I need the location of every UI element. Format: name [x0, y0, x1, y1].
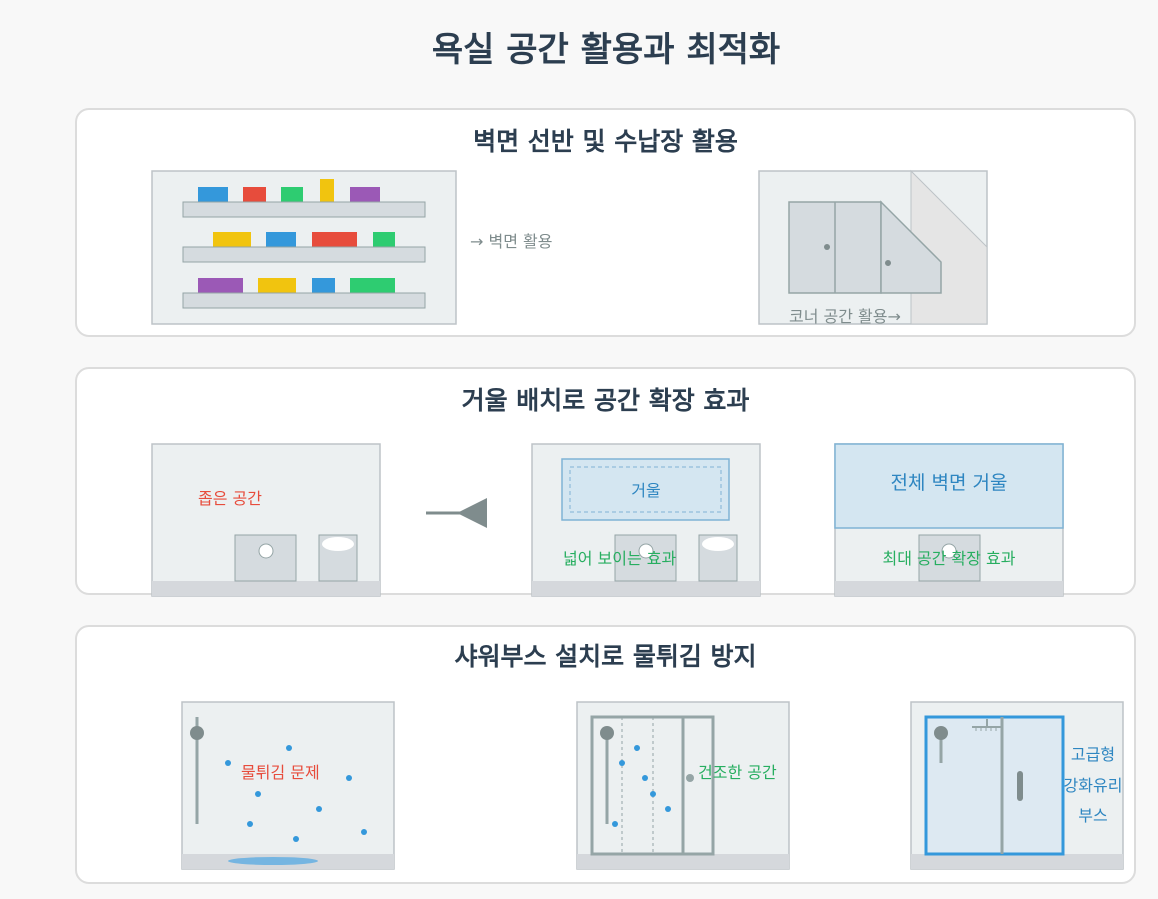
booth-scene	[576, 701, 790, 870]
wider-effect-label: 넓어 보이는 효과	[563, 549, 676, 568]
dry-space-label: 건조한 공간	[698, 763, 777, 782]
section-shower-booth: 샤워부스 설치로 물튀김 방지 물튀김 문제	[75, 625, 1136, 884]
mirror-scene	[531, 443, 761, 597]
wall-storage-illustration: → 벽면 활용 코너 공간 활용→	[151, 169, 988, 326]
shower-booth-illustration: 물튀김 문제 건조한 공간	[181, 701, 1124, 870]
arrow-left-icon	[426, 498, 487, 528]
page-title: 욕실 공간 활용과 최적화	[431, 30, 781, 70]
splash-scene	[181, 701, 395, 870]
premium-label-line-2: 강화유리	[1064, 776, 1123, 795]
water-drops-contained	[612, 745, 671, 827]
max-effect-label: 최대 공간 확장 효과	[882, 549, 1015, 568]
full-mirror-label: 전체 벽면 거울	[891, 472, 1008, 494]
corner-use-label: 코너 공간 활용→	[789, 307, 901, 326]
wall-shelves-scene	[151, 170, 457, 325]
wall-use-label: → 벽면 활용	[470, 232, 552, 251]
corner-cabinet-scene	[758, 169, 988, 325]
narrow-space-label: 좁은 공간	[198, 489, 262, 508]
section-title: 거울 배치로 공간 확장 효과	[461, 386, 750, 415]
premium-booth-scene	[910, 701, 1124, 870]
mirror-illustration: 좁은 공간 거울 넓어 보이는 효과 전체 벽면 거울 최대	[151, 443, 1064, 597]
splash-problem-label: 물튀김 문제	[241, 763, 320, 782]
water-drops	[225, 745, 367, 842]
premium-label-line-3: 부스	[1078, 806, 1107, 825]
mirror-label: 거울	[631, 481, 660, 500]
premium-label-line-1: 고급형	[1071, 745, 1115, 764]
section-wall-storage: 벽면 선반 및 수납장 활용 → 벽면 활용	[75, 108, 1136, 337]
section-title: 샤워부스 설치로 물튀김 방지	[454, 642, 757, 671]
section-mirror: 거울 배치로 공간 확장 효과 좁은 공간 거울 넓	[75, 367, 1136, 597]
narrow-space-scene	[151, 443, 381, 597]
full-mirror-scene	[834, 443, 1064, 597]
section-title: 벽면 선반 및 수납장 활용	[473, 127, 738, 156]
